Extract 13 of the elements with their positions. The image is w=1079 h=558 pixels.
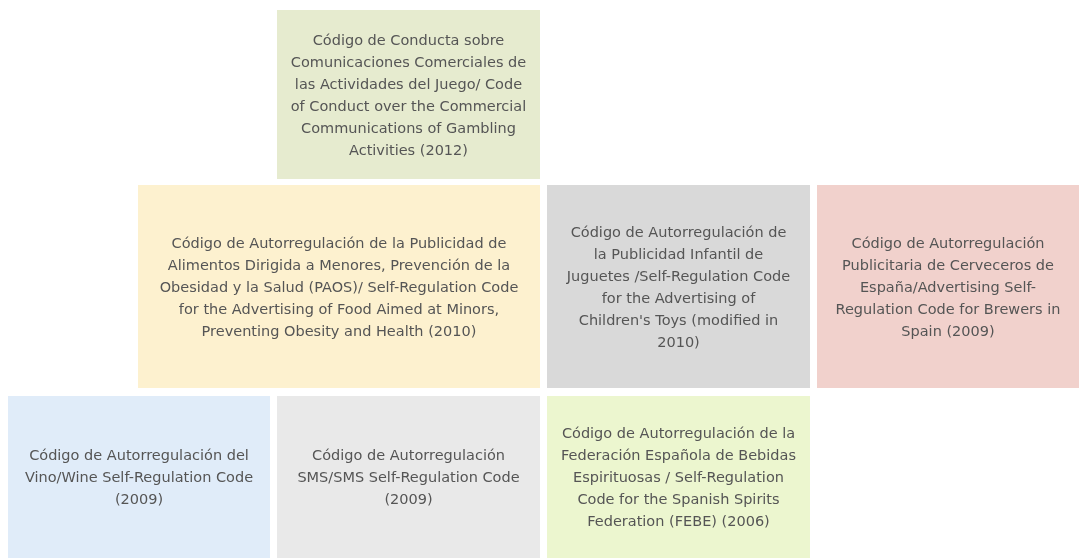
code-title: Código de Autorregulación del Vino/Wine Self-Regulation Code (2009) — [23, 446, 255, 509]
code-box — [817, 185, 1079, 388]
code-title: Código de Autorregulación Publicitaria de Cerveceros de España/Advertising Self-Regulation Code for Brewers in Spain (2009) — [834, 233, 1062, 341]
code-box — [277, 10, 540, 179]
code-title: Código de Autorregulación SMS/SMS Self-Regulation Code (2009) — [297, 446, 520, 509]
code-title: Código de Conducta sobre Comunicaciones Comerciales de las Actividades del Juego/ Code of Conduct over the Commercial Communications of Gambling Activities (2012) — [289, 30, 528, 160]
code-box — [138, 185, 540, 388]
code-box — [547, 396, 810, 558]
code-title: Código de Autorregulación de la Publicidad Infantil de Juguetes /Self-Regulation Code for the Advertising of Children's Toys (modified in 2010) — [565, 222, 792, 352]
code-title: Código de Autorregulación de la Federación Española de Bebidas Espirituosas / Self-Regulation Code for the Spanish Spirits Federation (FEBE) (2006) — [561, 424, 796, 531]
code-title: Código de Autorregulación de la Publicidad de Alimentos Dirigida a Menores, Prevención de la Obesidad y la Salud (PAOS)/ Self-Regulation Code for the Advertising of Food Aimed at Minors, Preventing Obesity and Health (2010) — [158, 233, 520, 341]
code-box — [547, 185, 810, 388]
code-box — [8, 396, 270, 558]
